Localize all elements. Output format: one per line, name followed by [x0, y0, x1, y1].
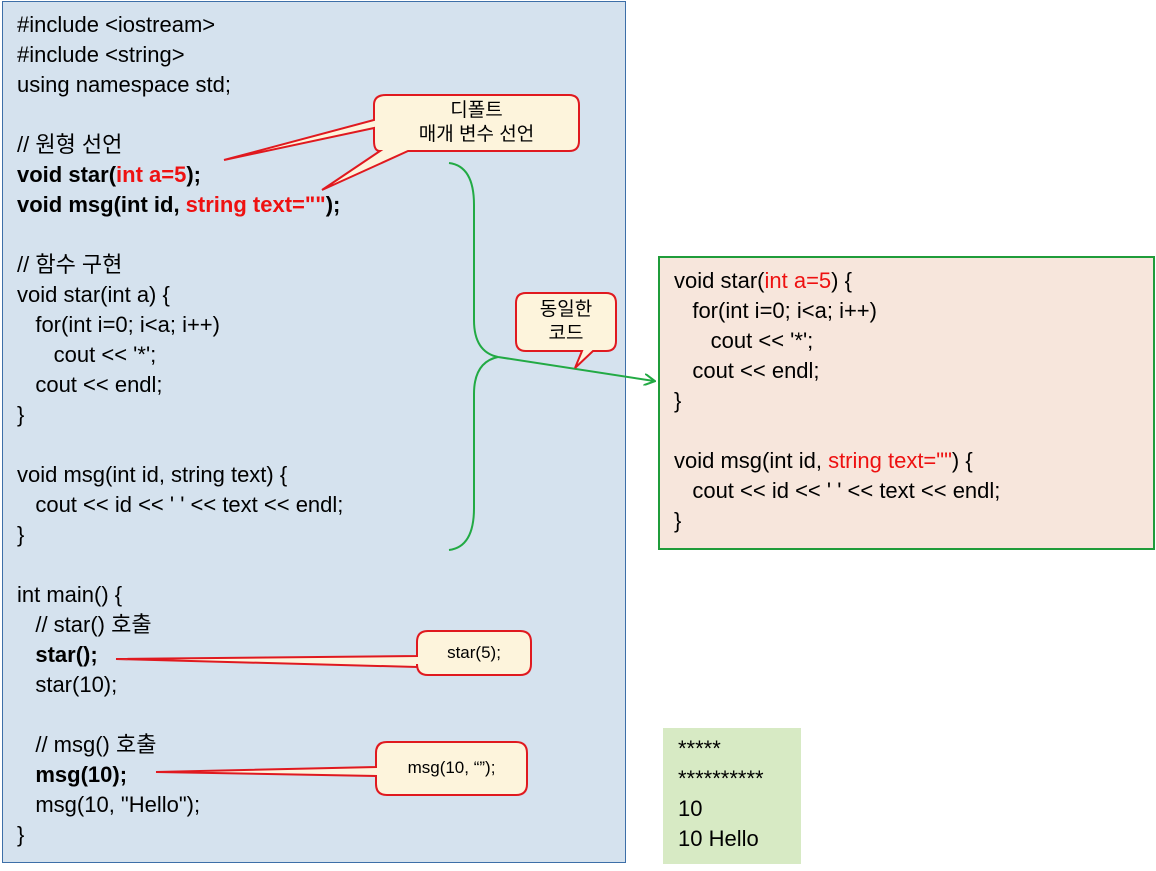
equiv-line-for-loop: for(int i=0; i<a; i++)	[674, 298, 877, 323]
output-line: 10 Hello	[678, 826, 759, 851]
callout-same-code	[515, 292, 617, 369]
equiv-line-msg-body: cout << id << ' ' << text << endl;	[674, 478, 1001, 503]
program-output-panel: ***** ********** 10 10 Hello	[663, 728, 801, 864]
equiv-line-star-def: void star(int a=5) {	[674, 268, 852, 293]
same-code-arrow	[497, 356, 654, 381]
code-line-msg-call-default: msg(10);	[17, 762, 128, 787]
callout-default-param-label: 디폴트 매개 변수 선언	[418, 100, 535, 145]
code-line-close-brace: }	[17, 522, 25, 547]
code-comment-msg-call: // msg() 호출	[17, 732, 157, 757]
green-brace	[448, 162, 499, 551]
callout-star-call-label: star(5);	[447, 643, 501, 662]
output-line: 10	[678, 796, 703, 821]
code-line-for-loop: for(int i=0; i<a; i++)	[17, 312, 220, 337]
code-line-msg-body: cout << id << ' ' << text << endl;	[17, 492, 344, 517]
code-line-using-namespace: using namespace std;	[17, 72, 232, 97]
code-line-msg-call-hello: msg(10, "Hello");	[17, 792, 201, 817]
callout-msg-call	[155, 741, 528, 796]
code-line-cout-star: cout << '*';	[17, 342, 157, 367]
callout-same-code-label: 동일한 코드	[539, 299, 593, 344]
callout-default-param	[223, 94, 580, 191]
code-line-main: int main() {	[17, 582, 123, 607]
code-line-include-string: #include <string>	[17, 42, 185, 67]
callout-star-call	[115, 630, 532, 676]
callout-msg-call-label: msg(10, “”);	[407, 758, 496, 777]
equiv-line-cout-endl: cout << endl;	[674, 358, 820, 383]
equiv-line-msg-def: void msg(int id, string text="") {	[674, 448, 973, 473]
code-line-star-prototype: void star(int a=5);	[17, 162, 201, 187]
code-line-msg-def: void msg(int id, string text) {	[17, 462, 288, 487]
equiv-line-close-brace: }	[674, 388, 682, 413]
code-line-star-call-default: star();	[17, 642, 98, 667]
code-line-close-brace: }	[17, 822, 25, 847]
code-line-cout-endl: cout << endl;	[17, 372, 163, 397]
code-line-include-iostream: #include <iostream>	[17, 12, 216, 37]
equivalent-code-panel: void star(int a=5) { for(int i=0; i<a; i…	[658, 256, 1155, 550]
code-line-msg-prototype: void msg(int id, string text="");	[17, 192, 341, 217]
code-comment-implementation: // 함수 구현	[17, 252, 123, 277]
equiv-line-close-brace: }	[674, 508, 682, 533]
output-line: *****	[678, 736, 721, 761]
code-line-star-call-10: star(10);	[17, 672, 118, 697]
code-line-close-brace: }	[17, 402, 25, 427]
code-comment-prototype: // 원형 선언	[17, 132, 123, 157]
equiv-line-cout-star: cout << '*';	[674, 328, 814, 353]
code-line-star-def: void star(int a) {	[17, 282, 170, 307]
code-comment-star-call: // star() 호출	[17, 612, 152, 637]
output-line: **********	[678, 766, 764, 791]
